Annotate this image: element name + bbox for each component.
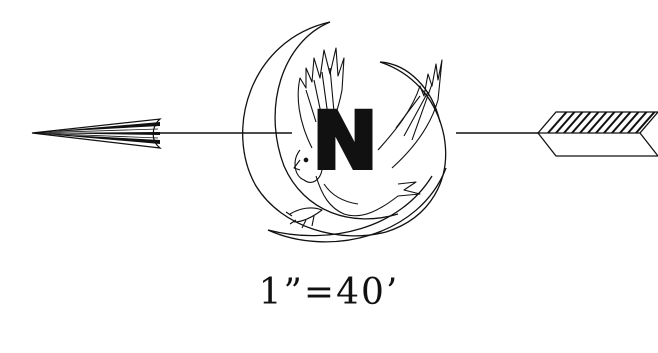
- arrow-head: [31, 118, 163, 149]
- eagle-icon: [285, 47, 443, 229]
- scale-label: 1”=40’: [258, 272, 400, 313]
- north-letter: N: [312, 97, 377, 187]
- crescent-moon-icon: [242, 21, 447, 243]
- arrow-fletching: [536, 111, 658, 157]
